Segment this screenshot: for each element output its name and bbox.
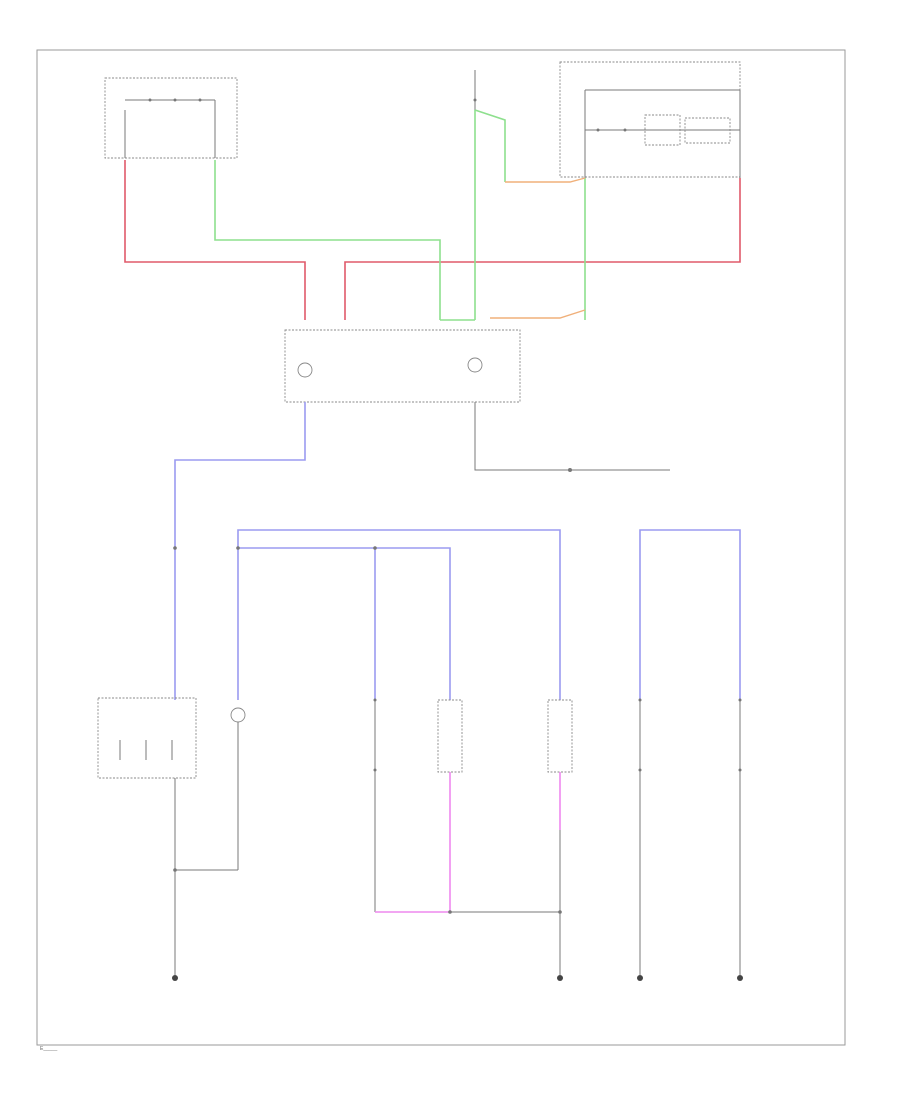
- module-ground-branch: [474, 402, 670, 472]
- ground-symbol: [172, 975, 178, 981]
- ground-bus: [173, 778, 562, 975]
- multi-switch-box: [97, 697, 197, 779]
- switch-column-5: [738, 698, 742, 975]
- red-wire-harness: [124, 160, 741, 320]
- switch-column-1: [373, 698, 377, 912]
- blue-wire-harness: [173, 402, 741, 700]
- orange-wire: [490, 177, 586, 319]
- ground-symbol: [557, 975, 563, 981]
- right-switch-box: [559, 61, 741, 180]
- ground-points: [172, 975, 743, 981]
- switch-column-3: [547, 699, 573, 975]
- green-wire-harness: [214, 109, 586, 321]
- ground-symbol: [637, 975, 643, 981]
- figure-id: E_____: [40, 1046, 57, 1052]
- central-module: [284, 329, 521, 403]
- switch-column-2: [437, 699, 463, 912]
- ground-symbol: [737, 975, 743, 981]
- left-switch-box: [104, 77, 238, 159]
- switch-column-4: [638, 698, 642, 975]
- diagram-frame: [36, 49, 846, 1046]
- bulb-component: [230, 707, 246, 870]
